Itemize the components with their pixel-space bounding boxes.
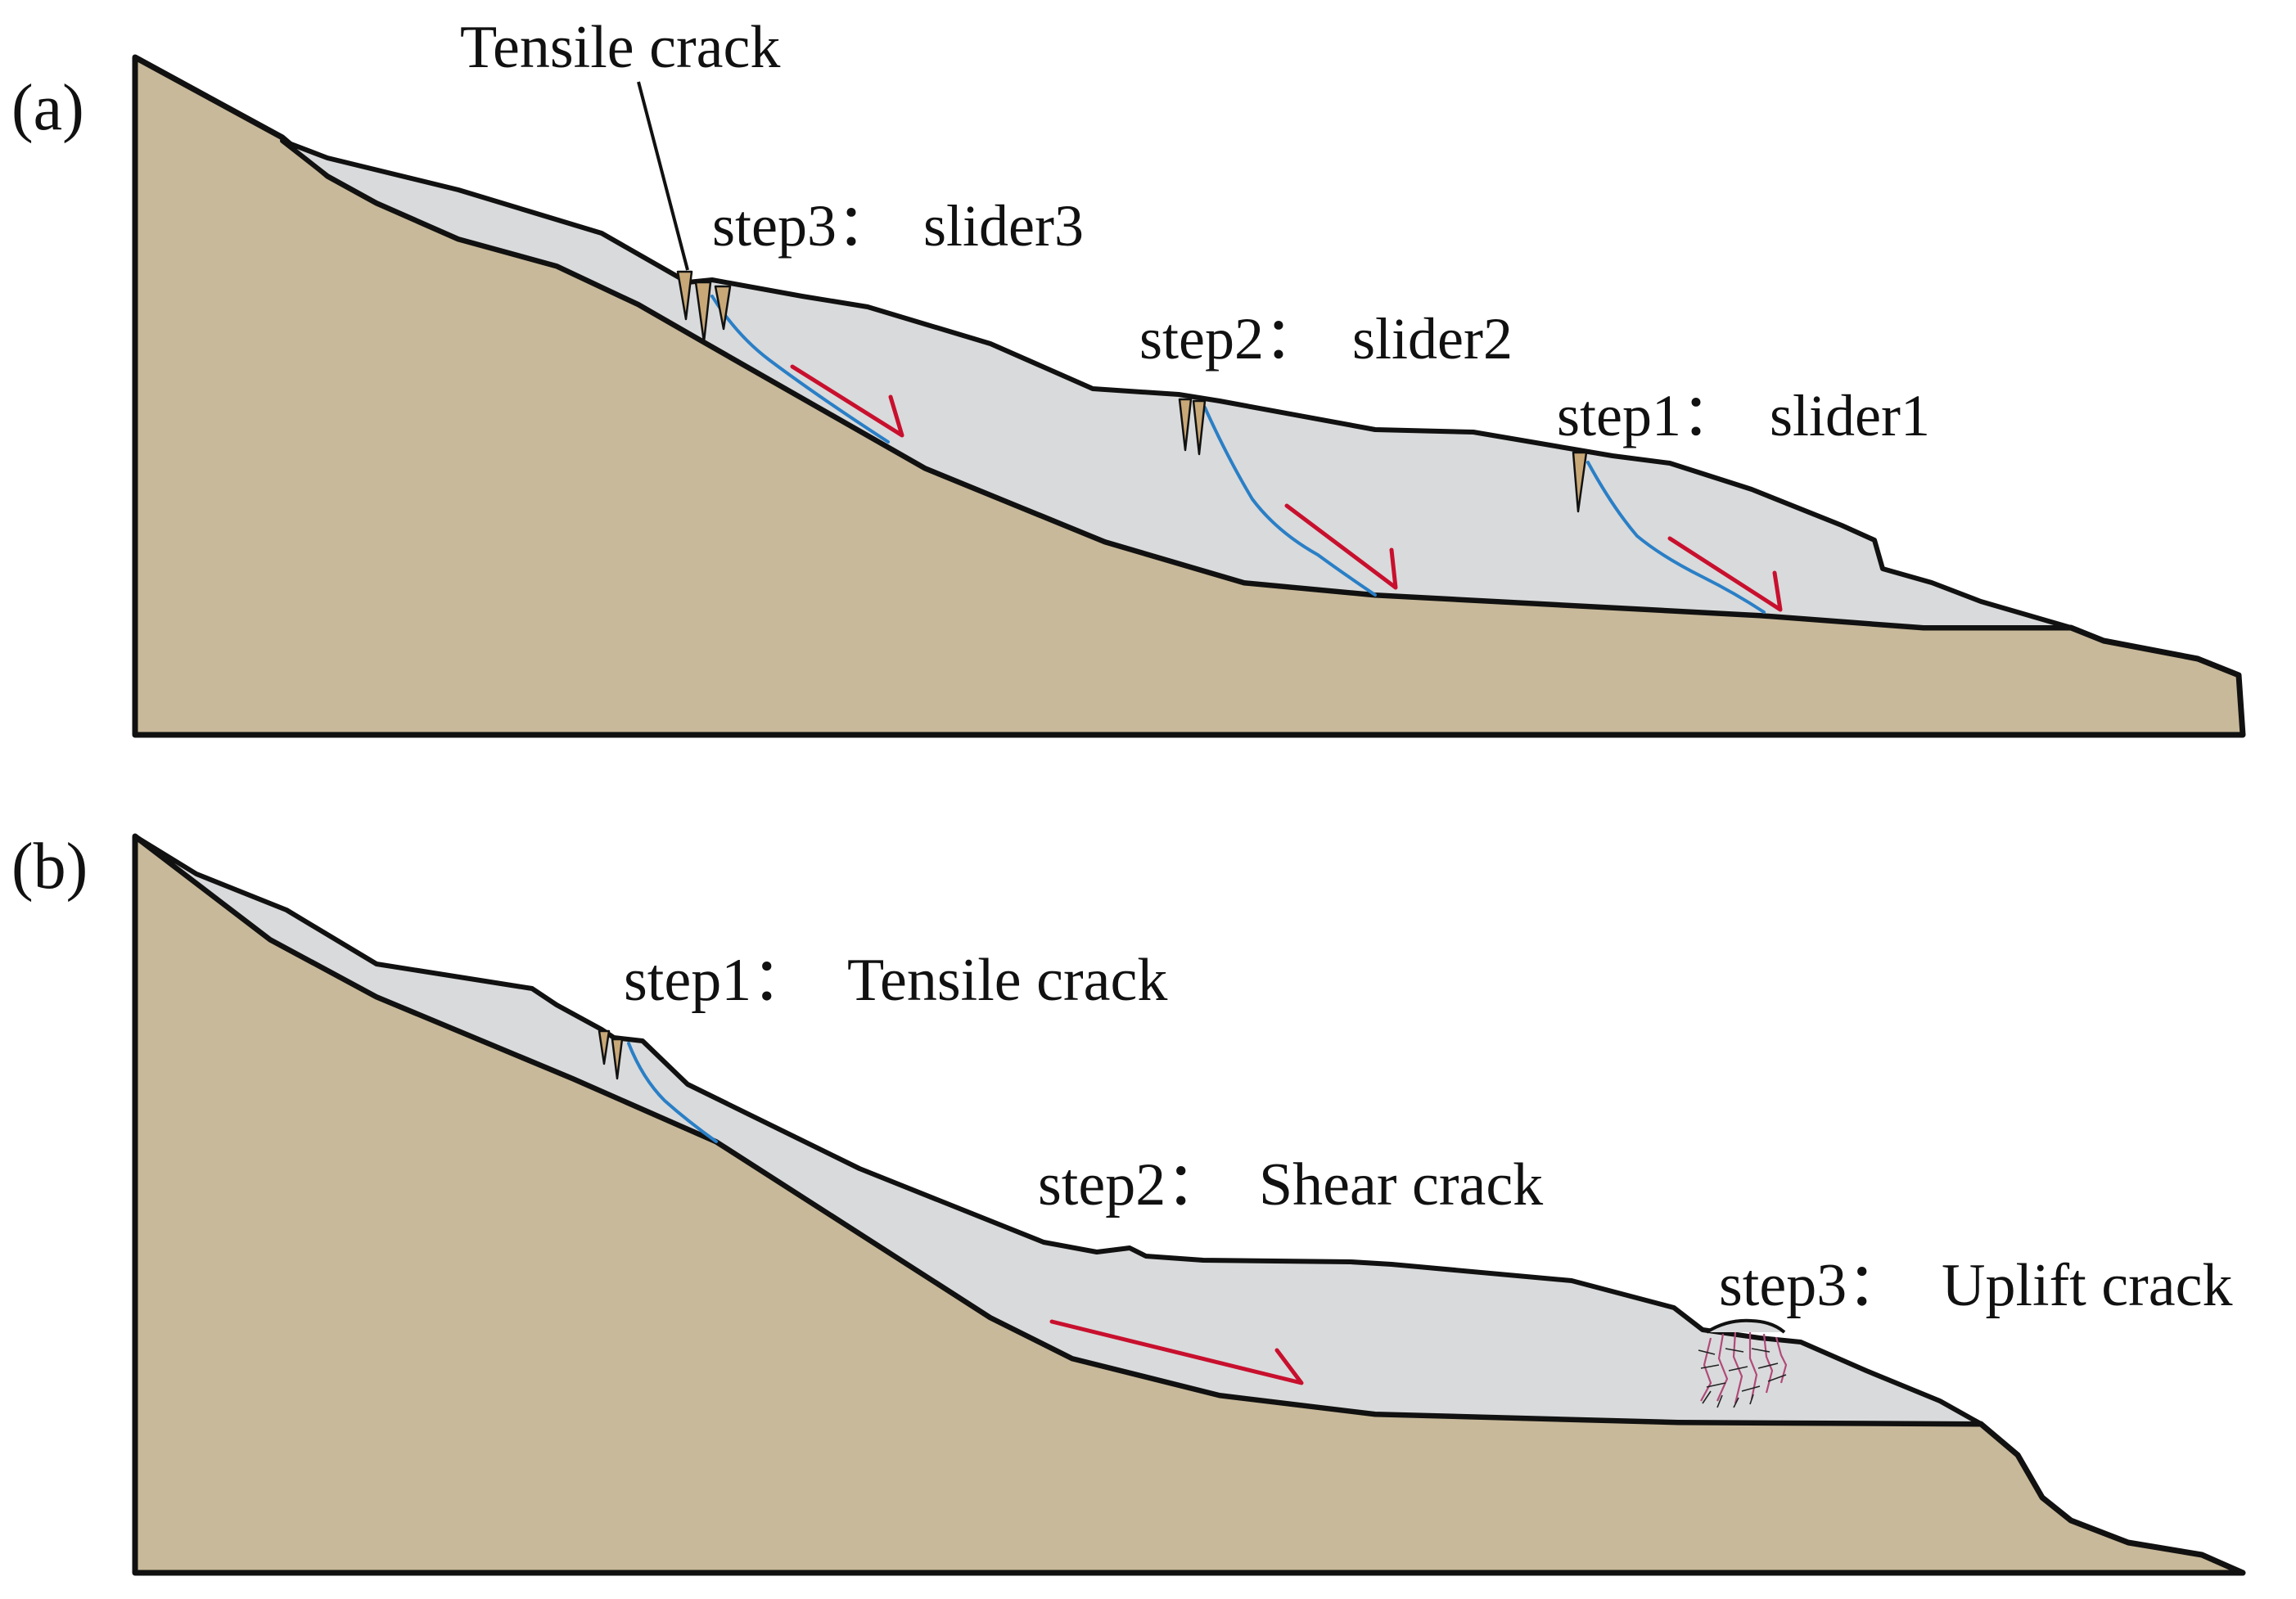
- panel-b-tensile-crack-a: [598, 1029, 611, 1065]
- panel-b-slide-mass: [133, 834, 1983, 1426]
- panel-a-movement-arrow-3: [790, 364, 904, 438]
- panel-b-tag: (b): [11, 831, 88, 903]
- panel-a-tensile-crack-3a: [676, 270, 693, 321]
- panel-b-step1-label: step1：: [624, 947, 812, 1014]
- panel-a-slide-mass: [280, 138, 2073, 630]
- panel-b: (b) step1： Tensile crack step2： Shear c: [11, 831, 2246, 1576]
- panel-a-step1-name: slider1: [1770, 383, 1930, 448]
- panel-a-tag: (a): [11, 72, 84, 144]
- panel-a-tensile-crack-1: [1572, 451, 1588, 513]
- panel-b-tensile-crack-b: [611, 1038, 624, 1080]
- panel-a-tensile-crack-3c: [714, 285, 732, 331]
- panel-a-tensile-crack-2b: [1192, 399, 1207, 456]
- panel-a-movement-arrow-2: [1284, 503, 1398, 590]
- panel-b-step1-name: Tensile crack: [847, 947, 1167, 1014]
- panel-a-tensile-crack-2a: [1178, 398, 1193, 452]
- panel-a-sliding-surface-1: [1586, 461, 1766, 614]
- panel-a-step3-label: step3：: [712, 193, 895, 259]
- panel-a-sliding-surface-3: [710, 295, 890, 444]
- panel-b-uplift-crack-cluster: [1698, 1318, 1788, 1408]
- panel-b-step2-name: Shear crack: [1259, 1151, 1543, 1218]
- panel-a-tensile-crack-label: Tensile crack: [460, 14, 780, 81]
- panel-b-sliding-surface: [627, 1042, 718, 1143]
- panel-a: (a) Tensile crack step3： slider3 step2： …: [11, 14, 2246, 738]
- panel-a-step1-label: step1：: [1557, 383, 1740, 448]
- panel-a-step3-name: slider3: [923, 193, 1084, 259]
- panel-a-step2-label: step2：: [1139, 306, 1323, 372]
- panel-b-step2-label: step2：: [1038, 1151, 1226, 1218]
- panel-b-movement-arrow: [1049, 1319, 1304, 1385]
- panel-a-movement-arrow-1: [1667, 536, 1783, 612]
- panel-b-step3-name: Uplift crack: [1942, 1252, 2232, 1319]
- panel-a-step2-name: slider2: [1352, 306, 1513, 372]
- panel-b-step3-label: step3：: [1719, 1252, 1907, 1319]
- panel-a-tensile-crack-3b: [694, 281, 712, 344]
- panel-a-sliding-surface-2: [1203, 406, 1377, 597]
- panel-a-tensile-leader: [637, 81, 689, 271]
